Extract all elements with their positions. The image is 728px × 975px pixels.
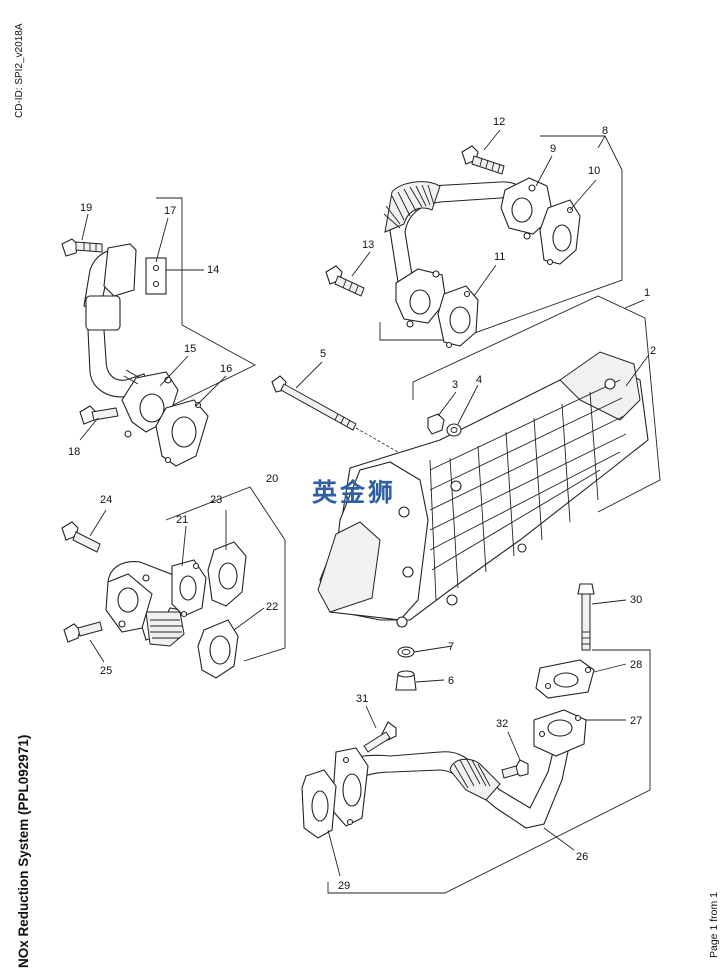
gasket-22 <box>197 619 239 679</box>
watermark-logo: 英金狮 <box>312 478 397 507</box>
callout-3: 3 <box>452 379 458 391</box>
callout-14: 14 <box>207 264 219 276</box>
upper-egr-pipe <box>383 177 554 328</box>
callout-19: 19 <box>80 202 92 214</box>
callout-11: 11 <box>494 251 505 263</box>
gasket-28 <box>535 659 595 699</box>
leader-lines <box>79 129 649 877</box>
bolt-5 <box>271 375 399 453</box>
callout-22: 22 <box>266 601 278 613</box>
callout-25: 25 <box>100 665 112 677</box>
callout-26: 26 <box>576 851 588 863</box>
gasket-10 <box>539 199 581 266</box>
callout-31: 31 <box>356 693 368 705</box>
callout-1: 1 <box>644 287 650 299</box>
gasket-11 <box>437 285 479 349</box>
callout-5: 5 <box>320 348 326 360</box>
callout-28: 28 <box>630 659 642 671</box>
gasket-29 <box>301 769 337 839</box>
callout-23: 23 <box>210 494 222 506</box>
gasket-23 <box>207 541 247 607</box>
callout-4: 4 <box>476 374 482 386</box>
callout-20: 20 <box>266 473 278 485</box>
left-egr-pipe <box>83 243 179 438</box>
egr-cooler <box>317 351 649 628</box>
callout-12: 12 <box>493 116 505 128</box>
bolt-18 <box>79 405 119 425</box>
group-14-bracket <box>156 197 256 411</box>
gasket-16 <box>155 399 209 467</box>
washer-7 <box>397 646 415 658</box>
callout-15: 15 <box>184 343 196 355</box>
bolt-12 <box>461 145 505 175</box>
callout-16: 16 <box>220 363 232 375</box>
plug-6 <box>395 670 417 691</box>
group-1-bracket <box>412 295 661 513</box>
bolt-32 <box>501 759 529 779</box>
callout-32: 32 <box>496 718 508 730</box>
callout-17: 17 <box>164 205 176 217</box>
bolt-13 <box>325 265 365 297</box>
bolt-19 <box>61 238 103 257</box>
callout-27: 27 <box>630 715 642 727</box>
callout-24: 24 <box>100 494 112 506</box>
callout-6: 6 <box>448 675 454 687</box>
callout-10: 10 <box>588 165 600 177</box>
washer-4 <box>446 423 462 437</box>
bolt-25 <box>63 621 103 643</box>
group-20-bracket <box>165 486 286 662</box>
group-8-bracket <box>379 135 623 341</box>
callout-9: 9 <box>550 143 556 155</box>
callout-30: 30 <box>630 594 642 606</box>
bolt-31 <box>363 721 397 753</box>
callout-13: 13 <box>362 239 374 251</box>
callout-29: 29 <box>338 880 350 892</box>
callout-18: 18 <box>68 446 80 458</box>
elbow-21 <box>105 559 207 647</box>
callout-21: 21 <box>176 514 188 526</box>
plug-3 <box>427 413 445 435</box>
group-26-bracket <box>327 649 651 894</box>
callout-8: 8 <box>602 125 608 137</box>
callout-labels: 1 2 3 4 5 6 7 8 9 10 11 12 13 14 15 16 1… <box>68 116 656 892</box>
bolt-30 <box>577 583 595 651</box>
lower-egr-pipe <box>331 709 587 829</box>
callout-2: 2 <box>650 345 656 357</box>
callout-7: 7 <box>448 641 454 653</box>
bolt-24 <box>61 521 101 553</box>
